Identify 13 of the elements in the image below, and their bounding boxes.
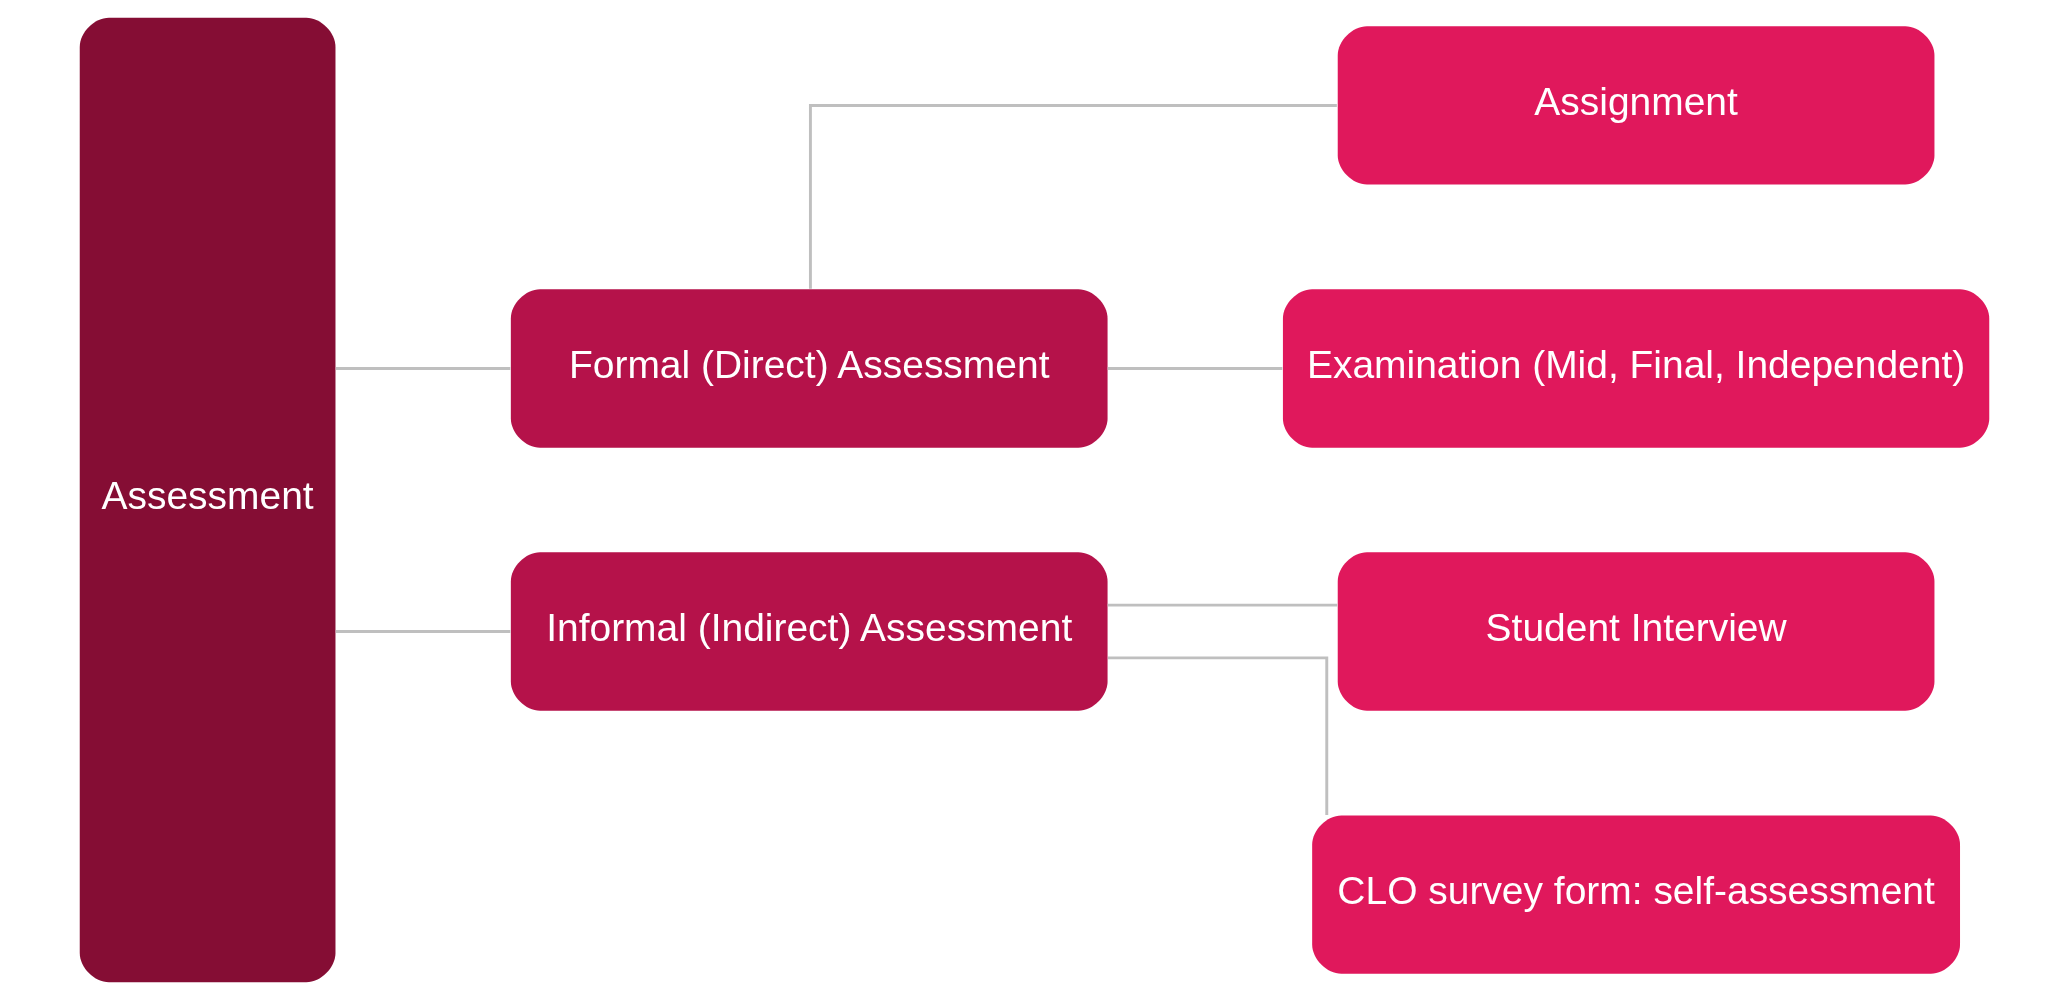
node-box: Formal (Direct) Assessment — [510, 289, 1108, 448]
node-box: Assignment — [1337, 26, 1934, 185]
connector — [808, 103, 1337, 289]
connector — [335, 367, 510, 370]
node-box: Student Interview — [1337, 552, 1934, 711]
node-box: Assessment — [79, 17, 335, 983]
node-box: Examination (Mid, Final, Independent) — [1282, 289, 1989, 448]
connector — [1107, 656, 1328, 816]
connector — [335, 630, 510, 633]
node-box: Informal (Indirect) Assessment — [510, 552, 1108, 711]
node-box: CLO survey form: self-assessment — [1311, 815, 1960, 974]
connector — [1107, 603, 1337, 607]
connector — [1107, 367, 1282, 370]
